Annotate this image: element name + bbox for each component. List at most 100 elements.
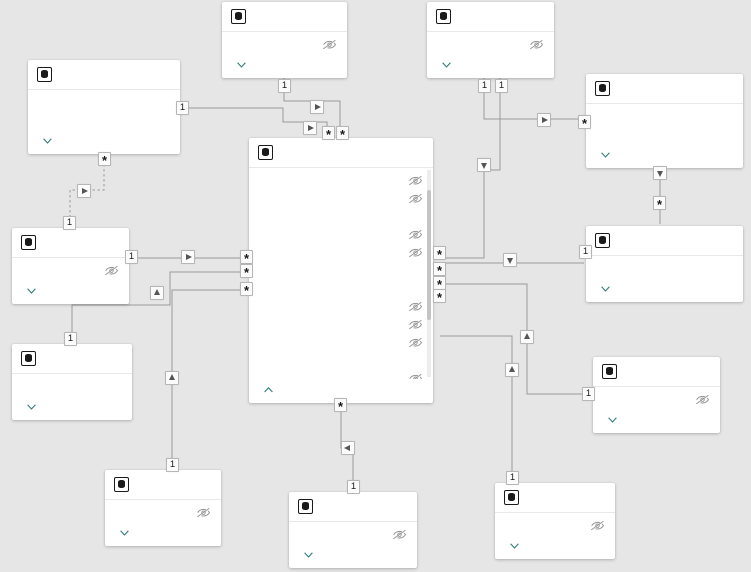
table-header-sales-invoice[interactable]: [249, 138, 433, 168]
field-row[interactable]: [12, 377, 132, 395]
eye-off-icon[interactable]: [408, 193, 423, 204]
table-header-warehouse[interactable]: [495, 483, 615, 513]
eye-off-icon[interactable]: [529, 39, 544, 50]
table-field-list[interactable]: [12, 258, 129, 280]
table-field-list[interactable]: [249, 168, 433, 379]
field-row[interactable]: [105, 503, 221, 521]
table-header-calendar-fiscal[interactable]: [593, 357, 720, 387]
field-row[interactable]: [495, 516, 615, 534]
field-row[interactable]: [427, 35, 554, 53]
relationship-line-calendar-fiscal-to-sales-invoice[interactable]: [440, 283, 591, 395]
field-row[interactable]: [249, 261, 433, 279]
table-field-list[interactable]: [593, 387, 720, 409]
eye-off-icon[interactable]: [408, 373, 423, 380]
cardinality-many-badge: *: [334, 398, 347, 414]
table-field-list[interactable]: [495, 513, 615, 535]
table-header-salesperson[interactable]: [12, 228, 129, 258]
field-row[interactable]: [249, 279, 433, 297]
table-header-item[interactable]: [105, 470, 221, 500]
field-row[interactable]: [249, 189, 433, 207]
table-header-f-sales-invoice-header[interactable]: [586, 74, 743, 104]
table-icon: [436, 9, 451, 24]
field-row[interactable]: [249, 207, 433, 225]
eye-off-icon[interactable]: [392, 529, 407, 540]
table-header-customer-address[interactable]: [28, 60, 180, 90]
field-row[interactable]: [586, 259, 743, 277]
table-header-sales-invoice-header[interactable]: [586, 226, 743, 256]
table-card-sales-invoice[interactable]: [249, 138, 433, 403]
table-expand-toggle[interactable]: [586, 144, 743, 168]
field-row[interactable]: [12, 261, 129, 279]
field-row[interactable]: [222, 35, 347, 53]
eye-off-icon[interactable]: [322, 39, 337, 50]
field-row[interactable]: [586, 107, 743, 125]
table-expand-toggle[interactable]: [427, 54, 554, 78]
scrollbar-thumb[interactable]: [427, 190, 431, 320]
eye-off-icon[interactable]: [408, 337, 423, 348]
field-row[interactable]: [249, 315, 433, 333]
table-header-company[interactable]: [427, 2, 554, 32]
field-row[interactable]: [249, 297, 433, 315]
table-card-item[interactable]: [105, 470, 221, 546]
table-field-list[interactable]: [427, 32, 554, 54]
table-field-list[interactable]: [222, 32, 347, 54]
relationship-line-item-to-sales-invoice[interactable]: [171, 289, 246, 470]
eye-off-icon[interactable]: [695, 394, 710, 405]
table-field-list[interactable]: [586, 104, 743, 144]
cardinality-one-badge: 1: [478, 79, 491, 93]
eye-off-icon[interactable]: [408, 301, 423, 312]
eye-off-icon[interactable]: [590, 520, 605, 531]
eye-off-icon[interactable]: [408, 175, 423, 186]
field-row[interactable]: [249, 333, 433, 351]
cardinality-many-badge: *: [240, 264, 253, 280]
table-card-warehouse[interactable]: [495, 483, 615, 559]
table-expand-toggle[interactable]: [222, 54, 347, 78]
table-card-branch[interactable]: [12, 344, 132, 420]
relationship-line-warehouse-to-sales-invoice[interactable]: [440, 335, 513, 483]
eye-off-icon[interactable]: [104, 265, 119, 276]
table-card-f-sales-invoice-header[interactable]: [586, 74, 743, 168]
table-expand-toggle[interactable]: [12, 396, 132, 420]
table-card-sales-invoice-header[interactable]: [586, 226, 743, 302]
eye-off-icon[interactable]: [408, 229, 423, 240]
table-expand-toggle[interactable]: [105, 522, 221, 546]
table-card-customer-address[interactable]: [28, 60, 180, 154]
table-field-list[interactable]: [289, 522, 417, 544]
field-row[interactable]: [289, 525, 417, 543]
relationship-line-company-to-sales-invoice[interactable]: [440, 78, 501, 259]
table-card-company[interactable]: [427, 2, 554, 78]
table-header-customer[interactable]: [222, 2, 347, 32]
table-card-customer[interactable]: [222, 2, 347, 78]
field-row[interactable]: [593, 390, 720, 408]
table-expand-toggle[interactable]: [593, 409, 720, 433]
field-row[interactable]: [249, 351, 433, 369]
cross-filter-arrow-up-icon: [165, 371, 179, 385]
table-header-shipto-address[interactable]: [289, 492, 417, 522]
table-expand-toggle[interactable]: [289, 544, 417, 568]
table-field-list[interactable]: [12, 374, 132, 396]
table-field-list[interactable]: [105, 500, 221, 522]
table-card-salesperson[interactable]: [12, 228, 129, 304]
field-row[interactable]: [586, 125, 743, 143]
table-expand-toggle[interactable]: [12, 280, 129, 304]
field-row[interactable]: [249, 225, 433, 243]
table-expand-toggle[interactable]: [586, 278, 743, 302]
table-field-list[interactable]: [28, 90, 180, 130]
field-row[interactable]: [249, 369, 433, 379]
eye-off-icon[interactable]: [196, 507, 211, 518]
table-expand-toggle[interactable]: [249, 379, 433, 403]
table-expand-toggle[interactable]: [28, 130, 180, 154]
field-row[interactable]: [249, 171, 433, 189]
table-header-branch[interactable]: [12, 344, 132, 374]
chevron-down-icon: [27, 404, 36, 410]
table-card-calendar-fiscal[interactable]: [593, 357, 720, 433]
table-card-shipto-address[interactable]: [289, 492, 417, 568]
field-row[interactable]: [28, 111, 180, 129]
eye-off-icon[interactable]: [408, 319, 423, 330]
table-expand-toggle[interactable]: [495, 535, 615, 559]
table-field-list[interactable]: [586, 256, 743, 278]
field-row[interactable]: [28, 93, 180, 111]
field-row[interactable]: [249, 243, 433, 261]
eye-off-icon[interactable]: [408, 247, 423, 258]
